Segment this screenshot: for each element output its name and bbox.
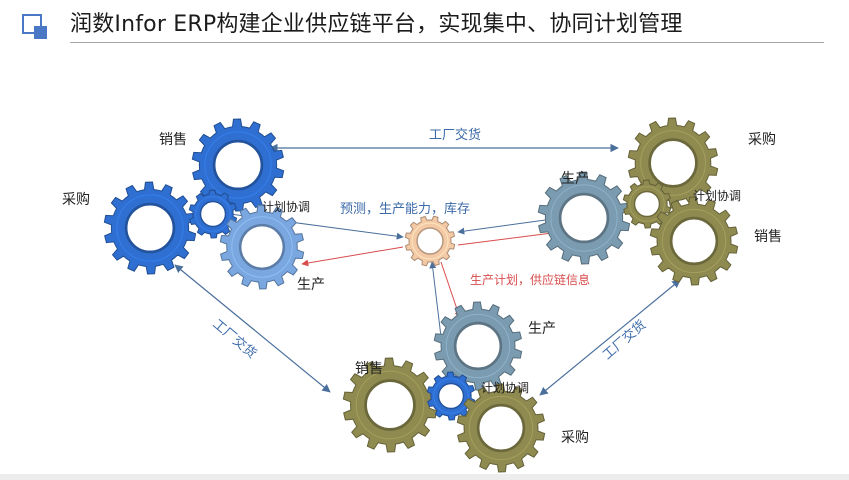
tr-sales-label: 销售: [754, 229, 782, 245]
tl-production-gear: [219, 204, 305, 290]
b-purchase-label: 采购: [561, 430, 589, 446]
left-delivery-label: 工厂交货: [210, 316, 260, 362]
b-production-label: 生产: [528, 321, 556, 337]
b-production-gear-bore: [453, 321, 503, 371]
b-purchase-gear-bore: [476, 403, 526, 453]
title-divider: [70, 42, 824, 43]
top-delivery-label: 工厂交货: [429, 127, 481, 143]
tr-sales-gear-highlight: [661, 208, 727, 274]
left-delivery-arrow: [174, 264, 331, 393]
inbound-info-arrow-bottom: [429, 261, 443, 346]
tr-sales-gear: [649, 196, 739, 286]
tr-purchase-label: 采购: [748, 132, 776, 148]
tl-purchase-gear-highlight: [116, 194, 184, 262]
tl-purchase-gear-bore: [124, 202, 176, 254]
outbound-info-label: 生产计划，供应链信息: [470, 272, 590, 287]
outbound-info-arrow-left: [301, 246, 404, 267]
tl-sales-gear: [191, 118, 285, 212]
tr-purchase-gear: [627, 117, 719, 209]
tl-planning-gear: [188, 189, 238, 239]
tr-purchase-gear-highlight: [640, 130, 706, 196]
tl-production-label: 生产: [297, 277, 325, 293]
tl-purchase-label: 采购: [62, 192, 90, 208]
hub-gear: [404, 215, 456, 267]
tr-sales-gear-bore: [669, 216, 719, 266]
tr-purchase-gear-bore: [648, 138, 698, 188]
b-planning-gear-bore: [437, 382, 465, 410]
logo-squares-icon: [22, 14, 47, 39]
tr-planning-label: 计划协调: [693, 188, 741, 203]
b-production-gear: [433, 301, 523, 391]
hub-gear-bore: [416, 227, 444, 255]
tl-sales-label: 销售: [159, 132, 187, 148]
inbound-info-label: 预测，生产能力，库存: [340, 201, 470, 217]
tl-production-gear-highlight: [231, 216, 293, 278]
b-sales-gear-bore: [364, 379, 416, 431]
bottom-strip: [0, 474, 849, 480]
tr-production-gear-bore: [558, 192, 610, 244]
tl-production-gear-bore: [238, 223, 286, 271]
inbound-info-arrow-right: [457, 217, 561, 235]
b-sales-label: 销售: [355, 361, 383, 377]
tr-production-gear: [537, 171, 631, 265]
tr-planning-gear-bore: [633, 190, 661, 218]
b-planning-gear-highlight: [433, 378, 469, 414]
outbound-info-arrow-right: [457, 229, 561, 246]
tr-production-gear-highlight: [550, 184, 618, 252]
gears-layer: [103, 117, 739, 473]
b-purchase-gear: [456, 383, 546, 473]
b-planning-label: 计划协调: [481, 380, 529, 395]
right-delivery-arrow: [539, 279, 681, 396]
tl-planning-gear-highlight: [195, 196, 231, 232]
b-sales-gear-highlight: [355, 370, 425, 440]
hub-gear-highlight: [411, 222, 449, 260]
tl-sales-gear-highlight: [204, 131, 272, 199]
title-bar: 润数Infor ERP构建企业供应链平台，实现集中、协同计划管理: [0, 0, 849, 48]
b-purchase-gear-highlight: [468, 395, 534, 461]
b-production-gear-highlight: [445, 313, 511, 379]
page-title: 润数Infor ERP构建企业供应链平台，实现集中、协同计划管理: [70, 12, 683, 37]
b-sales-gear: [342, 357, 438, 453]
tr-production-label: 生产: [561, 171, 589, 187]
tl-planning-gear-bore: [199, 200, 227, 228]
b-planning-gear: [426, 371, 476, 421]
flow-arrows: [174, 143, 681, 396]
tl-purchase-gear: [103, 181, 197, 275]
tl-sales-gear-bore: [212, 139, 264, 191]
tr-planning-gear-highlight: [629, 186, 665, 222]
tl-planning-label: 计划协调: [262, 199, 310, 214]
